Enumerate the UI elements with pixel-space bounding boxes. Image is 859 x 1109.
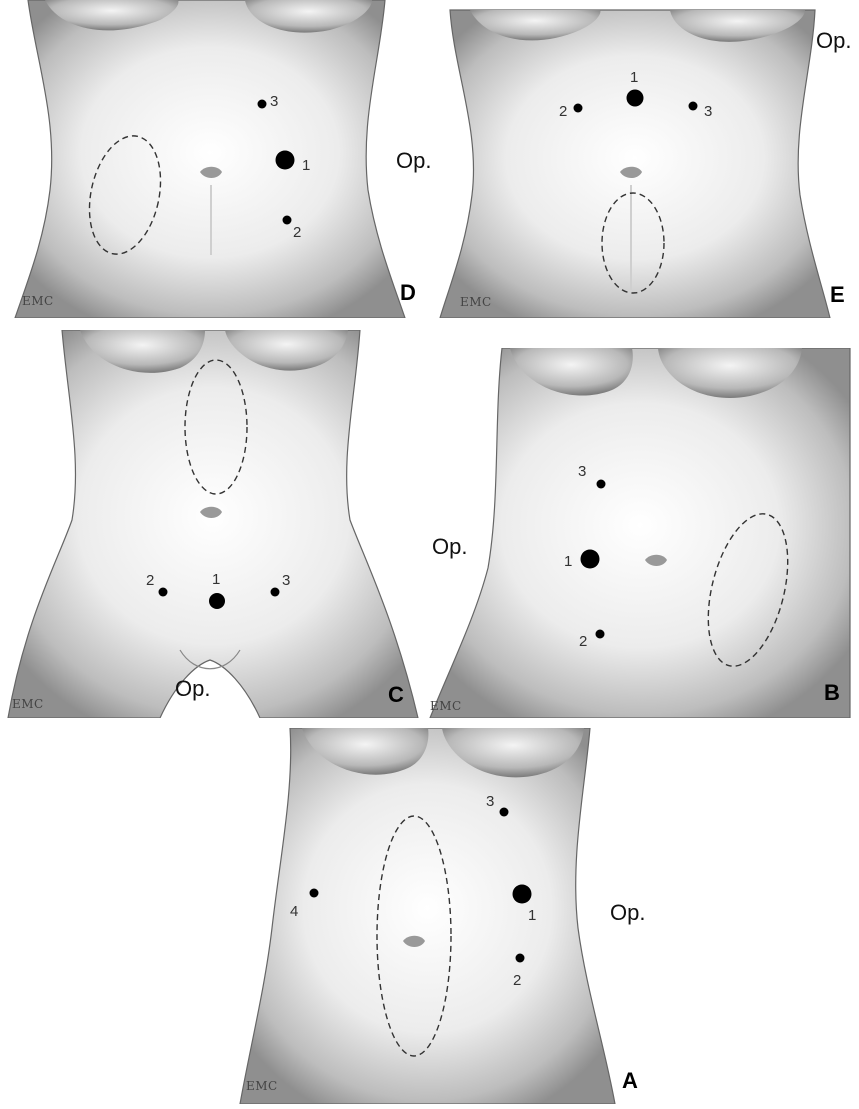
port-3-label: 3	[704, 103, 712, 120]
port-1-label: 1	[528, 907, 536, 924]
port-2	[574, 104, 583, 113]
port-3	[597, 480, 606, 489]
port-2	[516, 954, 525, 963]
port-3	[271, 588, 280, 597]
emc-watermark: EMC	[430, 699, 462, 713]
port-2	[283, 216, 292, 225]
port-2-label: 2	[513, 972, 521, 989]
port-1-label: 1	[630, 69, 638, 86]
torso-illustration-d: 3 1 2 Op. EMC D	[0, 0, 430, 318]
torso-illustration-e: 1 2 3 Op. EMC E	[430, 0, 859, 318]
port-3	[500, 808, 509, 817]
port-2-label: 2	[146, 572, 154, 589]
port-2-label: 2	[559, 103, 567, 120]
panel-letter: D	[400, 280, 416, 305]
port-2	[159, 588, 168, 597]
port-2-label: 2	[579, 633, 587, 650]
panel-e: 1 2 3 Op. EMC E	[430, 0, 859, 318]
port-3	[258, 100, 267, 109]
panel-letter: A	[622, 1068, 638, 1093]
panel-d: 3 1 2 Op. EMC D	[0, 0, 430, 318]
torso-illustration-a: 3 1 2 4 Op. EMC A	[210, 728, 650, 1104]
port-1-label: 1	[564, 553, 572, 570]
panel-letter: E	[830, 282, 845, 307]
port-1	[513, 885, 532, 904]
op-label: Op.	[396, 148, 430, 173]
op-label: Op.	[610, 900, 645, 925]
emc-watermark: EMC	[460, 295, 492, 309]
emc-watermark: EMC	[12, 697, 44, 711]
port-1-label: 1	[212, 571, 220, 588]
torso-illustration-c: 1 2 3 Op. EMC C	[0, 330, 420, 718]
port-3-label: 3	[486, 793, 494, 810]
port-2-label: 2	[293, 224, 301, 241]
port-1	[581, 550, 600, 569]
port-2	[596, 630, 605, 639]
panel-letter: B	[824, 680, 840, 705]
op-label: Op.	[432, 534, 467, 559]
panel-a: 3 1 2 4 Op. EMC A	[210, 728, 650, 1104]
op-label: Op.	[175, 676, 210, 701]
port-4-label: 4	[290, 903, 298, 920]
port-4	[310, 889, 319, 898]
panel-c: 1 2 3 Op. EMC C	[0, 330, 420, 718]
op-label: Op.	[816, 28, 851, 53]
port-3	[689, 102, 698, 111]
panel-letter: C	[388, 682, 404, 707]
port-1	[209, 593, 225, 609]
port-3-label: 3	[578, 463, 586, 480]
port-1	[627, 90, 644, 107]
op-label-b: Op.	[430, 524, 500, 569]
port-3-label: 3	[270, 93, 278, 110]
port-1-label: 1	[302, 157, 310, 174]
port-3-label: 3	[282, 572, 290, 589]
port-1	[276, 151, 295, 170]
emc-watermark: EMC	[246, 1079, 278, 1093]
emc-watermark: EMC	[22, 294, 54, 308]
